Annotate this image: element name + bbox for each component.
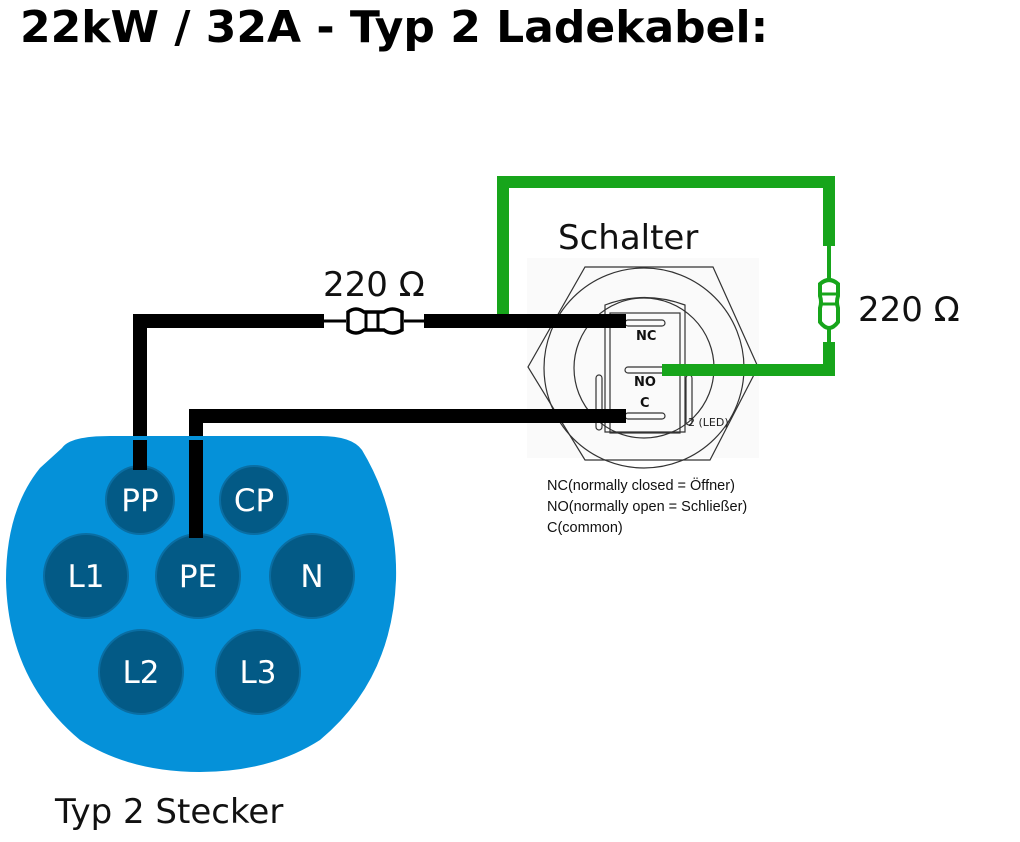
pin-label-pp: PP (121, 483, 158, 519)
pin-l1 (43, 533, 129, 619)
diagram-title: 22kW / 32A - Typ 2 Ladekabel: (20, 2, 768, 53)
pin-n (269, 533, 355, 619)
led-label: 2 (LED) (688, 416, 729, 429)
resistor-icon-black (346, 307, 404, 335)
pin-label-l2: L2 (123, 655, 160, 691)
resistor-icon-green (818, 278, 840, 330)
pin-label-cp: CP (234, 483, 274, 519)
pin-label-pe: PE (179, 559, 217, 595)
green-wire (497, 176, 840, 376)
type2-plug: PP CP L1 PE N L2 L3 (6, 436, 397, 772)
resistor-green-value: 220 Ω (858, 290, 960, 330)
legend-nc: NC(normally closed = Öffner) (547, 476, 735, 494)
pin-label-l3: L3 (240, 655, 277, 691)
pin-cp (219, 465, 289, 535)
terminal-c-label: C (640, 396, 650, 411)
plug-label: Typ 2 Stecker (54, 792, 283, 832)
switch-label: Schalter (558, 218, 698, 258)
pin-l3 (215, 629, 301, 715)
switch-hex-nut (527, 266, 759, 461)
switch-drawing: NC NO C 2 (LED) (527, 258, 759, 469)
legend-no: NO(normally open = Schließer) (547, 499, 747, 515)
legend-c: C(common) (547, 520, 623, 536)
green-wire-to-no (662, 342, 835, 376)
terminal-no-label: NO (634, 375, 656, 390)
pin-label-n: N (300, 559, 323, 595)
green-wire-top-loop (497, 176, 835, 318)
terminal-nc-label: NC (636, 329, 656, 344)
switch-background (527, 258, 759, 458)
led-pin-left (595, 374, 603, 431)
terminal-legend: NC(normally closed = Öffner) NO(normally… (547, 476, 747, 536)
pin-label-l1: L1 (68, 559, 105, 595)
resistor-black-value: 220 Ω (323, 265, 425, 305)
pin-l2 (98, 629, 184, 715)
wire-pp-to-resistor (133, 314, 324, 470)
